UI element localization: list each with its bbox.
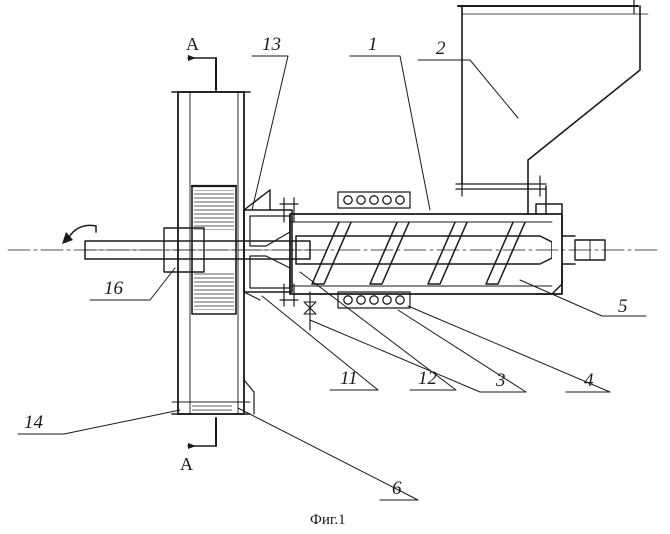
rotation-arrow-icon (62, 224, 97, 244)
shaft (84, 227, 311, 273)
label-4: 4 (584, 370, 594, 391)
heater-coils (337, 191, 411, 309)
valve-icon (303, 291, 317, 331)
label-11: 11 (340, 368, 358, 389)
leader-lines (17, 55, 647, 501)
drive-shaft-end (574, 239, 606, 261)
label-5: 5 (618, 296, 628, 317)
feed-hopper (455, 0, 649, 215)
label-13: 13 (262, 34, 281, 55)
auger-screw (295, 222, 552, 285)
section-mark-top (187, 55, 217, 91)
label-14: 14 (24, 412, 44, 433)
label-12: 12 (418, 368, 438, 389)
flange-bolts (279, 197, 299, 307)
label-6: 6 (392, 478, 402, 499)
figure-caption: Фиг.1 (310, 512, 346, 528)
section-label-bottom: А (180, 454, 193, 474)
label-1: 1 (368, 34, 378, 55)
grinding-disk (171, 91, 255, 415)
label-2: 2 (436, 38, 446, 59)
section-label-top: А (186, 34, 199, 54)
die-cone (243, 189, 293, 301)
section-mark-bottom (187, 417, 217, 449)
label-3: 3 (495, 370, 506, 391)
extruder-barrel (289, 203, 576, 295)
label-16: 16 (104, 278, 124, 299)
